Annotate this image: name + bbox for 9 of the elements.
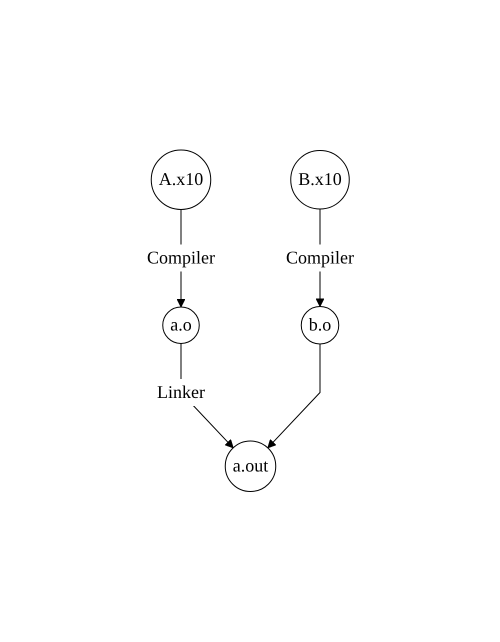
node-circle: a.o [162, 306, 200, 344]
edge-label: Compiler [286, 248, 354, 268]
node-circle: A.x10 [150, 150, 211, 210]
node-circle: b.o [300, 306, 339, 345]
edge-label: Compiler [146, 248, 214, 268]
edge-label: Linker [156, 382, 204, 402]
arrow [266, 344, 320, 448]
node-circle: a.out [224, 440, 276, 492]
node-circle: B.x10 [290, 150, 350, 210]
